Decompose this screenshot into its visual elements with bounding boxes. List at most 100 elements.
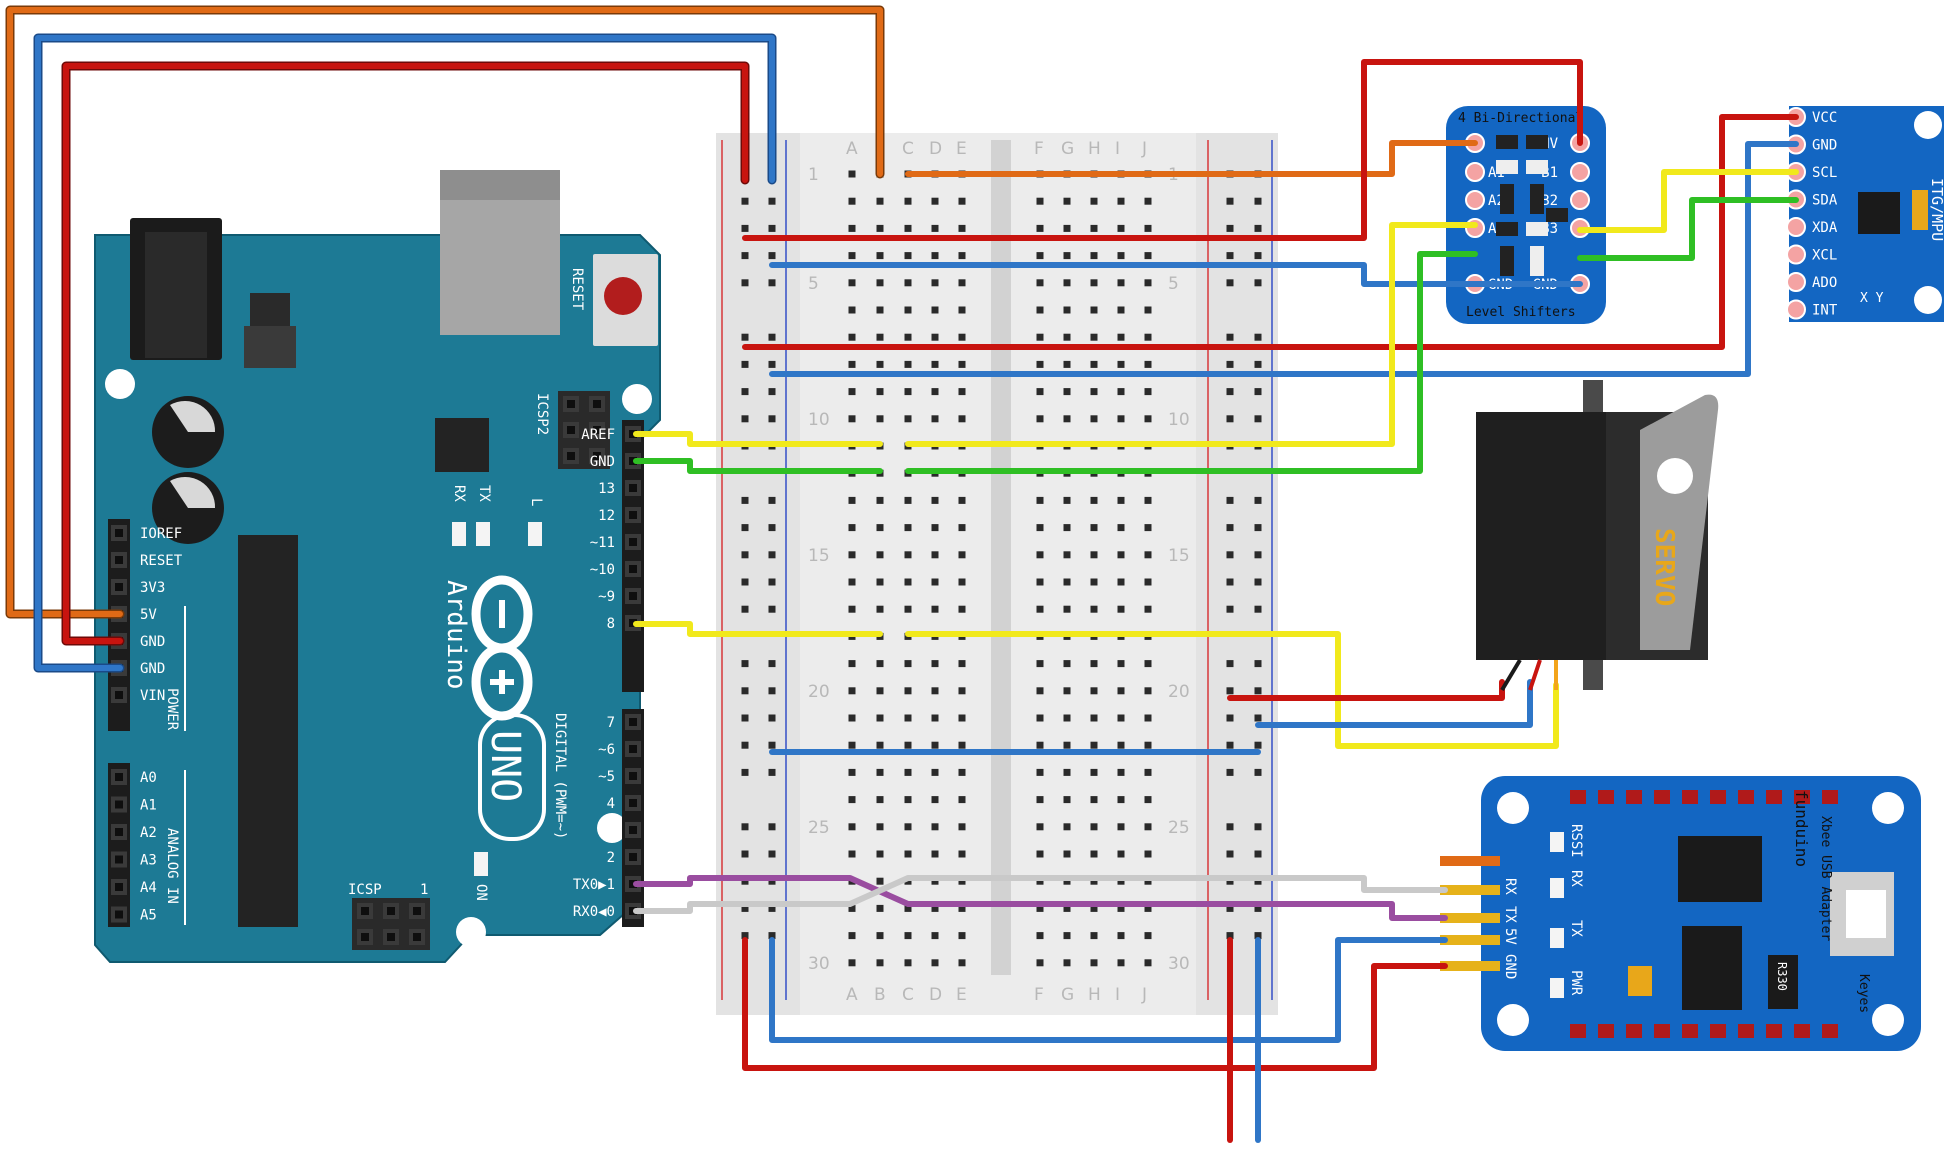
bb-hole[interactable] — [1063, 877, 1071, 885]
bb-hole[interactable] — [1144, 279, 1152, 287]
bb-hole[interactable] — [876, 306, 884, 314]
bb-rail-hole[interactable] — [768, 197, 776, 205]
bb-hole[interactable] — [931, 415, 939, 423]
bb-hole[interactable] — [1090, 197, 1098, 205]
bb-hole[interactable] — [848, 551, 856, 559]
bb-hole[interactable] — [1063, 496, 1071, 504]
bb-rail-hole[interactable] — [768, 224, 776, 232]
bb-hole[interactable] — [1117, 605, 1125, 613]
bb-hole[interactable] — [1063, 524, 1071, 532]
bb-rail-hole[interactable] — [1254, 578, 1262, 586]
bb-hole[interactable] — [1063, 252, 1071, 260]
bb-rail-hole[interactable] — [741, 741, 749, 749]
bb-hole[interactable] — [931, 333, 939, 341]
bb-hole[interactable] — [848, 796, 856, 804]
bb-hole[interactable] — [1144, 605, 1152, 613]
bb-hole[interactable] — [1144, 306, 1152, 314]
bb-hole[interactable] — [1144, 660, 1152, 668]
bb-hole[interactable] — [1117, 524, 1125, 532]
bb-hole[interactable] — [1090, 823, 1098, 831]
bb-hole[interactable] — [1036, 959, 1044, 967]
ls-right-pin[interactable] — [1570, 162, 1590, 182]
bb-hole[interactable] — [1090, 959, 1098, 967]
bb-hole[interactable] — [876, 741, 884, 749]
bb-hole[interactable] — [1036, 796, 1044, 804]
bb-hole[interactable] — [931, 687, 939, 695]
bb-hole[interactable] — [876, 850, 884, 858]
bb-hole[interactable] — [876, 360, 884, 368]
bb-rail-hole[interactable] — [768, 551, 776, 559]
bb-hole[interactable] — [1063, 687, 1071, 695]
bb-hole[interactable] — [848, 306, 856, 314]
bb-hole[interactable] — [1036, 333, 1044, 341]
bb-rail-hole[interactable] — [768, 823, 776, 831]
bb-rail-hole[interactable] — [1254, 660, 1262, 668]
bb-hole[interactable] — [848, 932, 856, 940]
bb-hole[interactable] — [931, 524, 939, 532]
bb-hole[interactable] — [1063, 932, 1071, 940]
bb-hole[interactable] — [1090, 551, 1098, 559]
bb-rail-hole[interactable] — [1254, 904, 1262, 912]
bb-hole[interactable] — [931, 714, 939, 722]
bb-hole[interactable] — [1090, 333, 1098, 341]
bb-hole[interactable] — [1144, 959, 1152, 967]
bb-hole[interactable] — [904, 279, 912, 287]
bb-hole[interactable] — [931, 388, 939, 396]
bb-hole[interactable] — [1090, 877, 1098, 885]
bb-hole[interactable] — [1036, 768, 1044, 776]
bb-rail-hole[interactable] — [768, 360, 776, 368]
bb-hole[interactable] — [904, 306, 912, 314]
bb-rail-hole[interactable] — [768, 741, 776, 749]
bb-hole[interactable] — [958, 932, 966, 940]
bb-rail-hole[interactable] — [1254, 279, 1262, 287]
bb-rail-hole[interactable] — [768, 333, 776, 341]
bb-hole[interactable] — [1117, 415, 1125, 423]
bb-rail-hole[interactable] — [768, 578, 776, 586]
bb-hole[interactable] — [931, 850, 939, 858]
bb-hole[interactable] — [876, 197, 884, 205]
bb-hole[interactable] — [1144, 415, 1152, 423]
bb-rail-hole[interactable] — [1226, 687, 1234, 695]
bb-rail-hole[interactable] — [1226, 496, 1234, 504]
bb-rail-hole[interactable] — [1226, 360, 1234, 368]
bb-hole[interactable] — [848, 768, 856, 776]
bb-rail-hole[interactable] — [1254, 551, 1262, 559]
bb-hole[interactable] — [1036, 360, 1044, 368]
bb-rail-hole[interactable] — [741, 224, 749, 232]
bb-hole[interactable] — [848, 524, 856, 532]
bb-hole[interactable] — [876, 768, 884, 776]
bb-hole[interactable] — [958, 768, 966, 776]
bb-hole[interactable] — [1090, 306, 1098, 314]
bb-hole[interactable] — [904, 741, 912, 749]
bb-hole[interactable] — [931, 660, 939, 668]
bb-hole[interactable] — [876, 796, 884, 804]
bb-hole[interactable] — [1090, 687, 1098, 695]
bb-rail-hole[interactable] — [1254, 850, 1262, 858]
bb-hole[interactable] — [904, 224, 912, 232]
bb-hole[interactable] — [1090, 388, 1098, 396]
bb-hole[interactable] — [1144, 850, 1152, 858]
bb-rail-hole[interactable] — [1226, 768, 1234, 776]
bb-hole[interactable] — [931, 306, 939, 314]
bb-hole[interactable] — [1117, 796, 1125, 804]
bb-hole[interactable] — [1036, 932, 1044, 940]
bb-hole[interactable] — [876, 959, 884, 967]
bb-rail-hole[interactable] — [741, 850, 749, 858]
bb-rail-hole[interactable] — [1254, 714, 1262, 722]
bb-hole[interactable] — [904, 496, 912, 504]
bb-hole[interactable] — [1063, 306, 1071, 314]
bb-hole[interactable] — [958, 252, 966, 260]
bb-hole[interactable] — [1036, 578, 1044, 586]
bb-hole[interactable] — [1036, 605, 1044, 613]
bb-hole[interactable] — [1117, 932, 1125, 940]
bb-hole[interactable] — [1117, 279, 1125, 287]
bb-rail-hole[interactable] — [741, 415, 749, 423]
bb-rail-hole[interactable] — [1226, 388, 1234, 396]
bb-hole[interactable] — [1144, 877, 1152, 885]
bb-hole[interactable] — [958, 796, 966, 804]
bb-hole[interactable] — [876, 578, 884, 586]
bb-hole[interactable] — [931, 741, 939, 749]
bb-rail-hole[interactable] — [768, 660, 776, 668]
bb-rail-hole[interactable] — [1254, 333, 1262, 341]
bb-hole[interactable] — [1117, 687, 1125, 695]
